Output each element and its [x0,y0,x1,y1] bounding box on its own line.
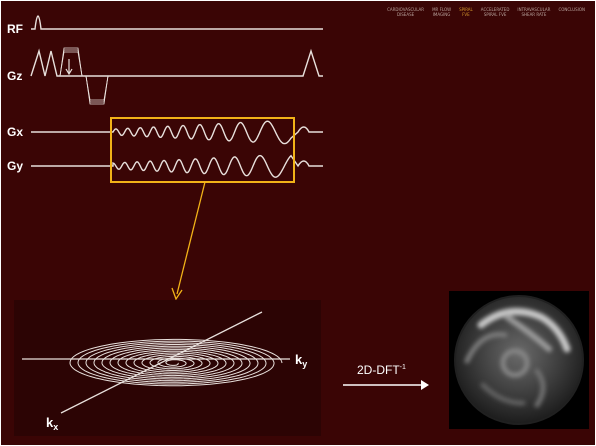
gy-waveform [31,156,323,178]
kspace-diagram [14,300,321,436]
inverse-dft-label: 2D-DFT-1 [357,363,406,377]
spiral-path [70,339,282,385]
kx-axis [61,312,262,413]
gz-arrow-icon [66,59,72,74]
rf-waveform [31,16,323,29]
gx-waveform [31,121,323,143]
kspace-panel: ky kx [14,300,321,436]
reconstructed-cardiac-image [449,291,589,429]
gz-phase-encode-lobes [60,48,108,104]
reconstructed-mri-panel [449,291,589,429]
ky-label: ky [295,352,307,367]
transform-arrow-icon [341,376,441,396]
connector-arrow [177,182,205,294]
gz-waveform [31,51,323,76]
pulse-sequence-diagram [1,1,595,301]
kx-label: kx [46,415,58,430]
spiral-trajectory [70,339,282,385]
